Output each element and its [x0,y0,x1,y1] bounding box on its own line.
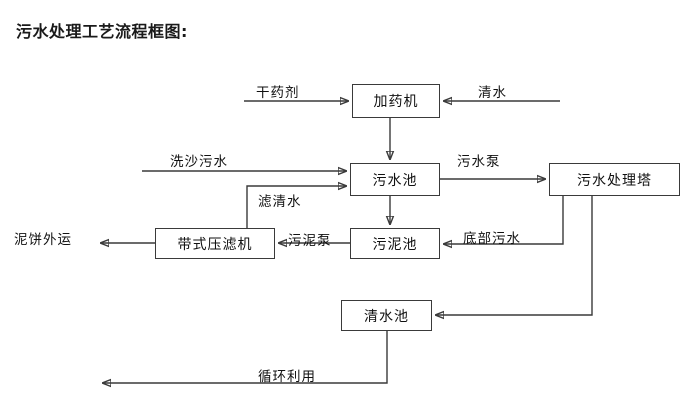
edge-label-sewage-pump: 污水泵 [457,154,501,170]
node-clean-water-pool[interactable]: 清水池 [341,300,432,331]
node-label: 污水池 [372,172,418,189]
node-treatment-tower[interactable]: 污水处理塔 [549,163,680,196]
edge-label-recycle-use: 循环利用 [258,369,316,385]
terminal-label-mud-cake-out: 泥饼外运 [14,232,72,248]
node-sewage-pool[interactable]: 污水池 [350,163,440,196]
node-label: 污水处理塔 [577,172,652,189]
node-dosing-machine[interactable]: 加药机 [352,84,440,118]
edge-label-filtrate-water: 滤清水 [258,194,302,210]
node-label: 加药机 [373,94,419,110]
page-title: 污水处理工艺流程框图: [16,22,188,41]
node-sludge-pool[interactable]: 污泥池 [350,228,440,259]
node-label: 清水池 [364,308,409,325]
edge-label-sand-wash-sewage: 洗沙污水 [170,154,228,170]
edge-label-clean-water-in: 清水 [478,85,507,101]
node-label: 污泥池 [372,236,418,253]
node-label: 带式压滤机 [177,236,253,253]
edge-label-sludge-pump: 污泥泵 [288,233,332,249]
edge-label-bottom-sewage: 底部污水 [463,231,521,247]
edge-label-dry-reagent: 干药剂 [256,85,300,101]
node-belt-filter-press[interactable]: 带式压滤机 [155,228,275,259]
